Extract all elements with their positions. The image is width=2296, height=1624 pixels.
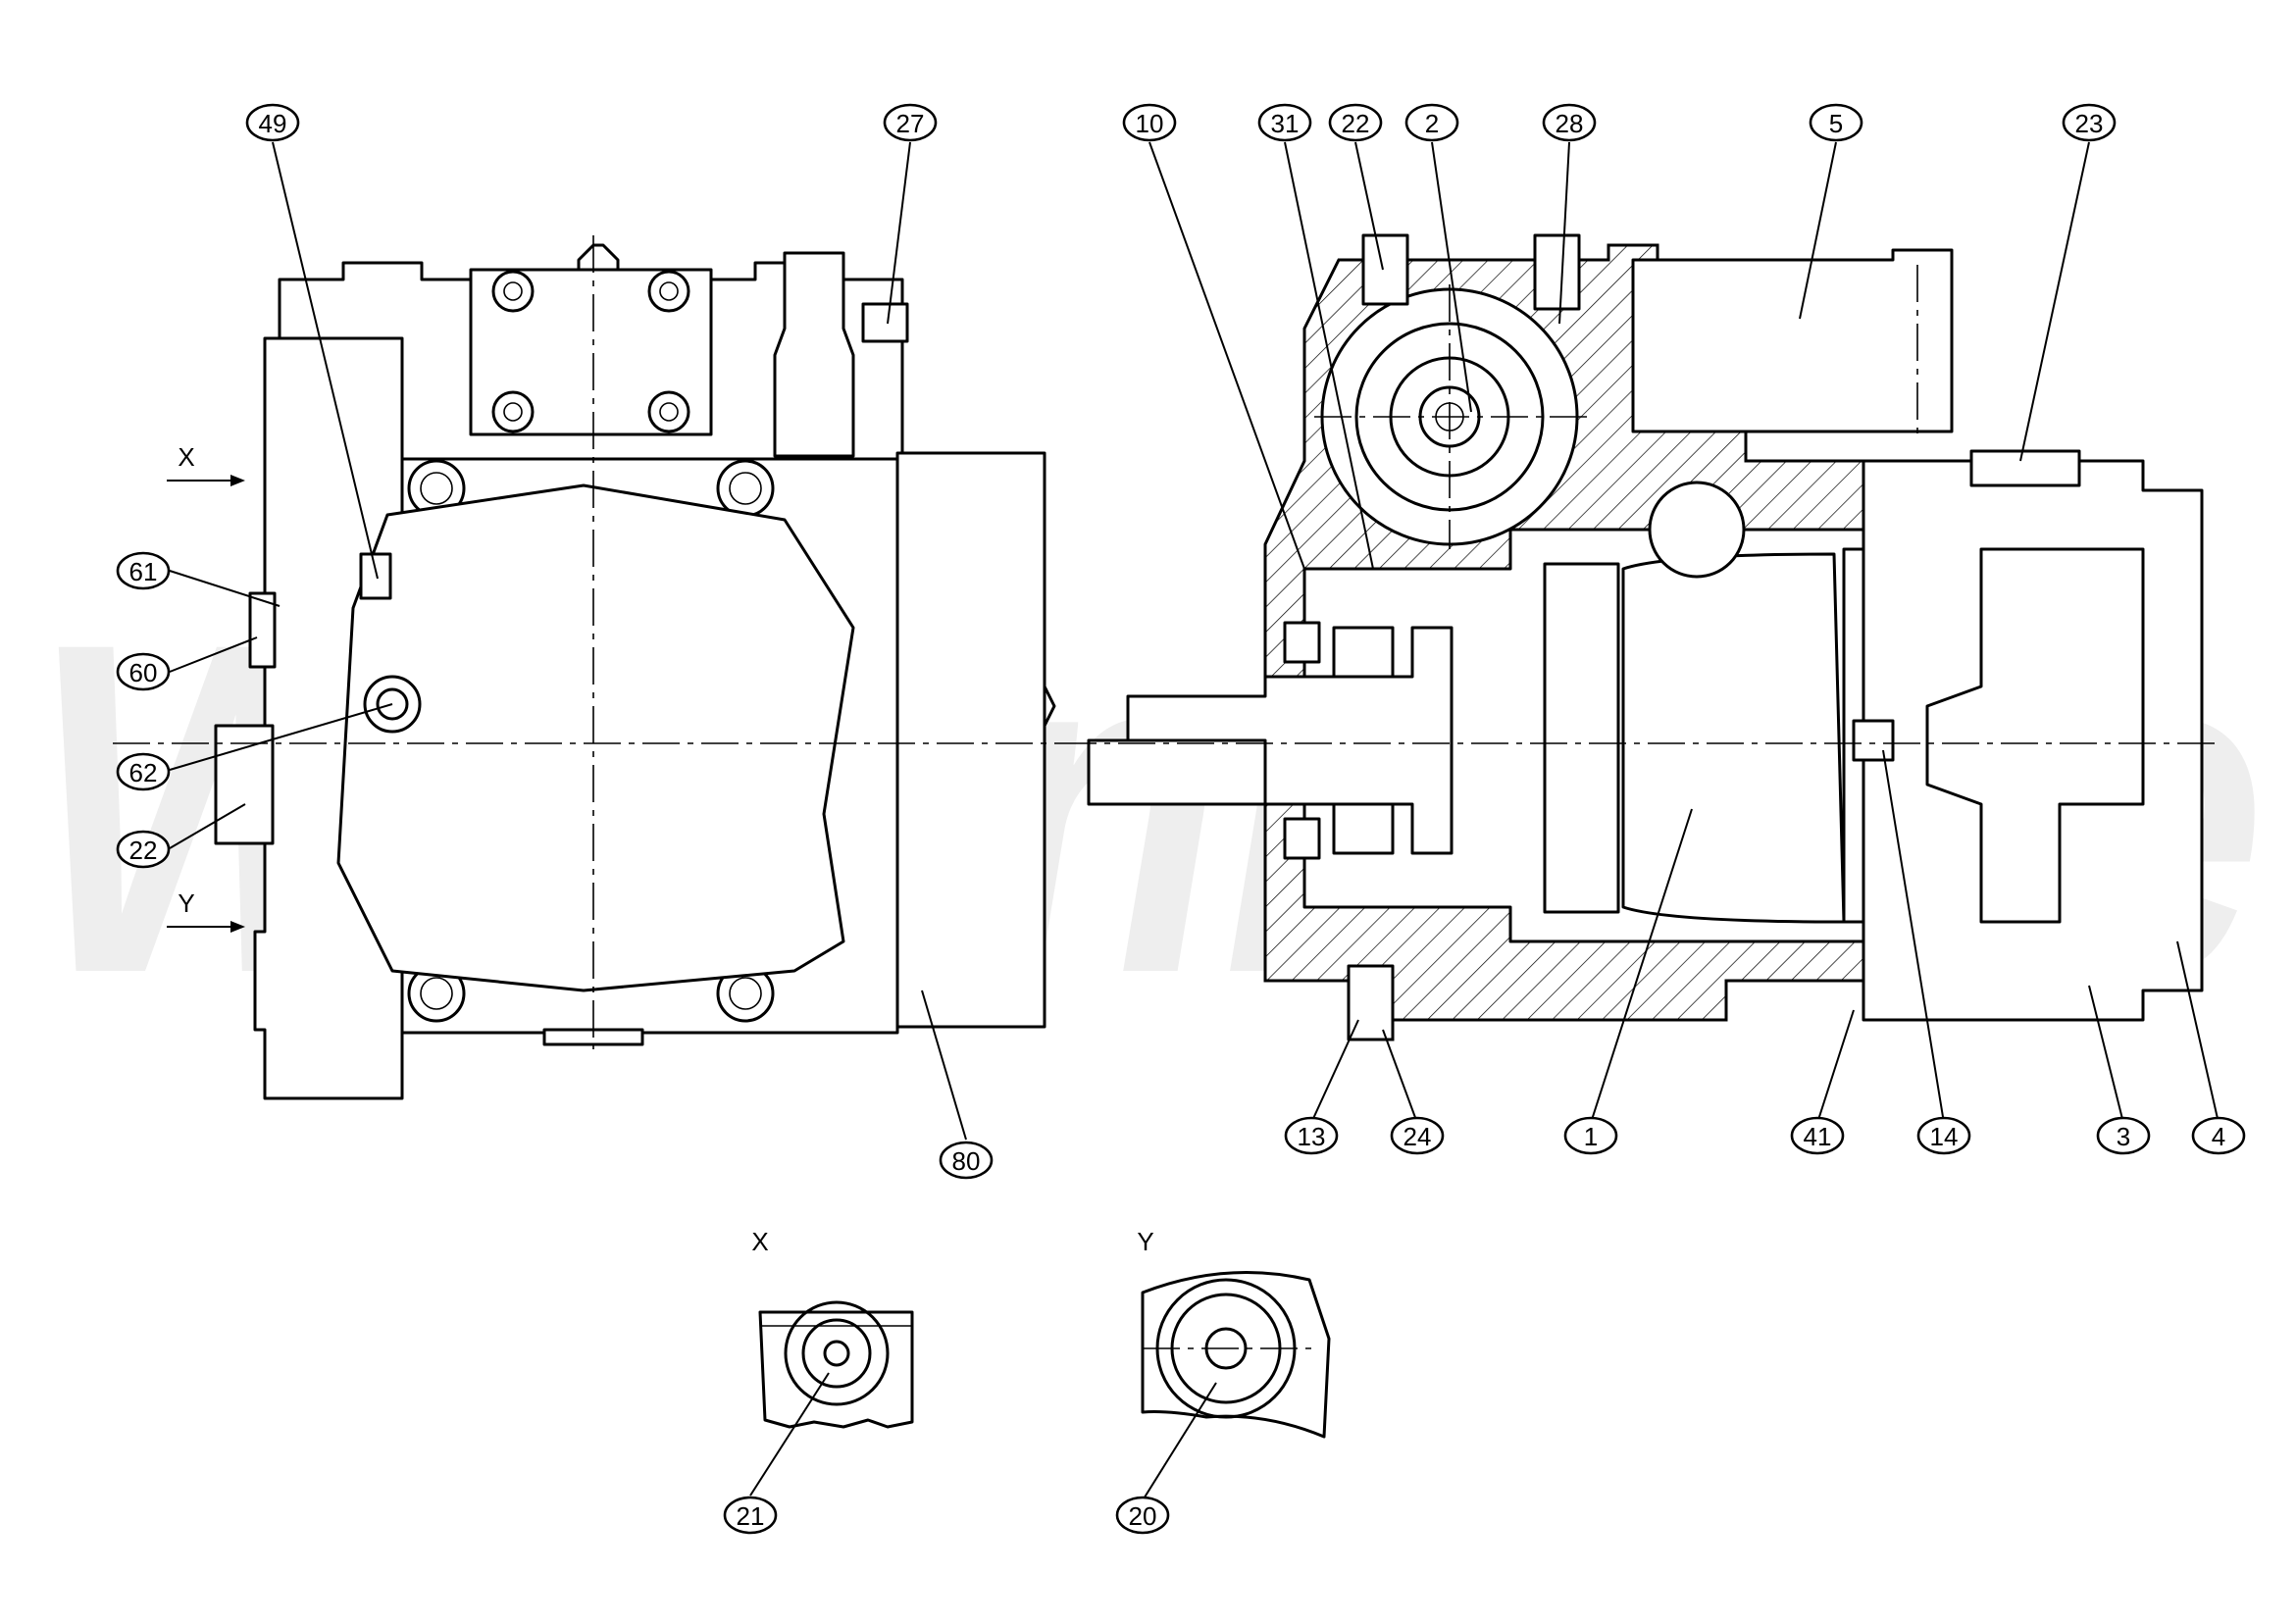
svg-text:60: 60 bbox=[129, 658, 158, 687]
svg-text:41: 41 bbox=[1804, 1122, 1832, 1151]
svg-text:61: 61 bbox=[129, 557, 158, 586]
balloon-3: 3 bbox=[2096, 1116, 2151, 1155]
svg-text:80: 80 bbox=[952, 1146, 981, 1176]
balloon-2: 2 bbox=[1404, 103, 1459, 142]
left-side-view: X Y bbox=[113, 235, 1059, 1100]
svg-text:24: 24 bbox=[1403, 1122, 1432, 1151]
balloon-27: 27 bbox=[883, 103, 938, 142]
svg-text:62: 62 bbox=[129, 758, 158, 787]
section-view bbox=[1059, 233, 2217, 1041]
balloon-5: 5 bbox=[1809, 103, 1863, 142]
balloon-28: 28 bbox=[1542, 103, 1597, 142]
svg-text:14: 14 bbox=[1930, 1122, 1959, 1151]
valve-bolts bbox=[491, 270, 690, 433]
balloon-49: 49 bbox=[245, 103, 300, 142]
balloon-62: 62 bbox=[116, 752, 171, 791]
balloon-22-left: 22 bbox=[116, 830, 171, 869]
section-x-label: X bbox=[178, 442, 194, 472]
svg-text:49: 49 bbox=[259, 109, 287, 138]
detail-view-x: X bbox=[751, 1227, 914, 1429]
svg-text:20: 20 bbox=[1129, 1501, 1157, 1531]
balloon-1: 1 bbox=[1563, 1116, 1618, 1155]
balloon-31: 31 bbox=[1257, 103, 1312, 142]
svg-text:10: 10 bbox=[1136, 109, 1164, 138]
svg-text:31: 31 bbox=[1271, 109, 1300, 138]
svg-text:4: 4 bbox=[2212, 1122, 2225, 1151]
balloon-4: 4 bbox=[2191, 1116, 2246, 1155]
svg-text:21: 21 bbox=[737, 1501, 765, 1531]
balloon-21: 21 bbox=[723, 1496, 778, 1535]
balloon-24: 24 bbox=[1390, 1116, 1445, 1155]
balloon-10: 10 bbox=[1122, 103, 1177, 142]
svg-text:28: 28 bbox=[1556, 109, 1584, 138]
detail-x-title: X bbox=[751, 1227, 768, 1256]
balloon-22-top: 22 bbox=[1328, 103, 1383, 142]
balloon-20: 20 bbox=[1115, 1496, 1170, 1535]
callout-leaders bbox=[169, 141, 2219, 1501]
svg-text:5: 5 bbox=[1829, 109, 1843, 138]
svg-text:3: 3 bbox=[2117, 1122, 2130, 1151]
detail-y-title: Y bbox=[1137, 1227, 1153, 1256]
svg-text:1: 1 bbox=[1584, 1122, 1598, 1151]
balloon-14: 14 bbox=[1916, 1116, 1971, 1155]
svg-text:23: 23 bbox=[2075, 109, 2104, 138]
svg-text:27: 27 bbox=[896, 109, 925, 138]
balloon-80: 80 bbox=[939, 1141, 994, 1180]
svg-text:22: 22 bbox=[1342, 109, 1370, 138]
balloon-23: 23 bbox=[2062, 103, 2117, 142]
svg-text:22: 22 bbox=[129, 836, 158, 865]
svg-text:2: 2 bbox=[1425, 109, 1439, 138]
balloon-61: 61 bbox=[116, 551, 171, 590]
balloon-13: 13 bbox=[1284, 1116, 1339, 1155]
detail-view-y: Y bbox=[1137, 1227, 1331, 1439]
section-y-label: Y bbox=[178, 888, 194, 918]
balloon-41: 41 bbox=[1790, 1116, 1845, 1155]
svg-text:13: 13 bbox=[1298, 1122, 1326, 1151]
balloon-60: 60 bbox=[116, 652, 171, 691]
